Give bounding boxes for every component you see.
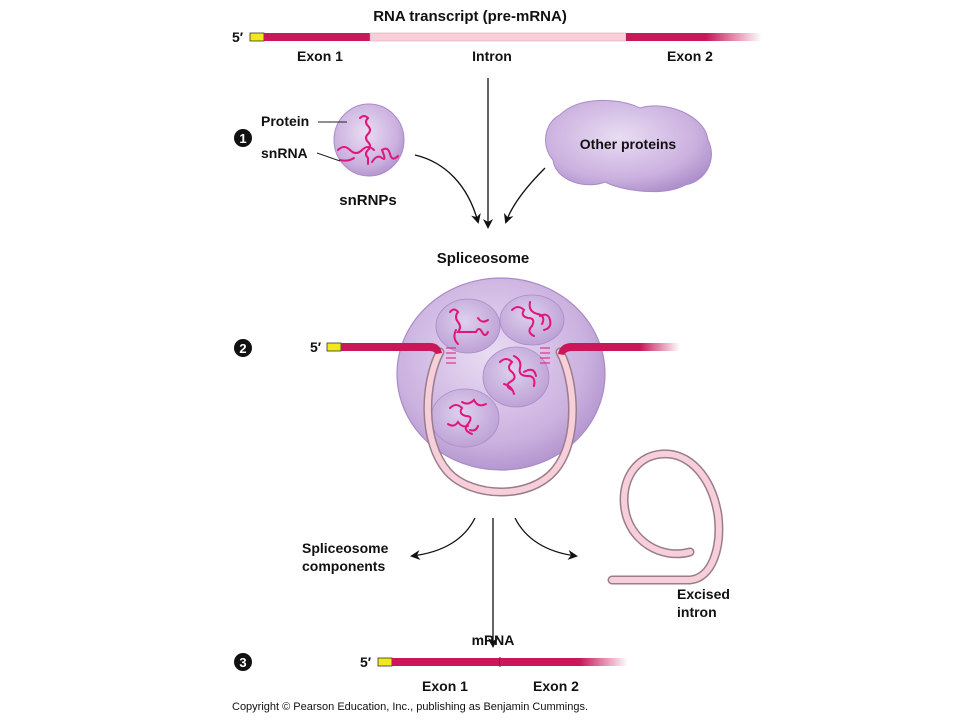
snrna-label: snRNA <box>261 145 308 161</box>
spliceosome-snrnp-1 <box>435 298 501 354</box>
other-proteins-cloud <box>545 99 712 193</box>
spliceosome-exon2-tail <box>640 343 680 351</box>
components-label-line1: Spliceosome <box>302 540 389 556</box>
spliceosome-exon2-strand <box>558 343 680 355</box>
pre-mrna-exon2-segment <box>626 33 706 41</box>
mrna-exon1-label: Exon 1 <box>422 678 468 694</box>
step-2-number: 2 <box>239 341 246 356</box>
spliceosome-snrna-strands <box>447 301 552 435</box>
mrna-exon2-label: Exon 2 <box>533 678 579 694</box>
step-3-marker: 3 <box>234 653 252 671</box>
mrna-exon2-segment <box>500 658 580 666</box>
pre-mrna-exon2-label: Exon 2 <box>667 48 713 64</box>
copyright-notice: Copyright © Pearson Education, Inc., pub… <box>232 701 588 713</box>
pre-mrna-exon1-segment <box>264 33 370 41</box>
spliceosome-exon2-segment <box>558 343 640 355</box>
components-label-line2: components <box>302 558 385 574</box>
step-1-marker: 1 <box>234 129 252 147</box>
pre-mrna-strand <box>249 32 762 42</box>
base-pair-ticks <box>446 347 550 364</box>
pre-mrna-cap <box>249 32 265 42</box>
spliceosome-exon1-segment <box>341 343 442 354</box>
arrow-to-excised-intron <box>514 517 578 560</box>
protein-label: Protein <box>261 113 309 129</box>
pre-mrna-intron-label: Intron <box>472 48 512 64</box>
spliceosome-complex <box>396 277 606 471</box>
step-2-marker: 2 <box>234 339 252 357</box>
snrnps-label: snRNPs <box>339 192 397 209</box>
mrna-label: mRNA <box>472 632 515 648</box>
pre-mrna-exon1-label: Exon 1 <box>297 48 343 64</box>
mrna-tail <box>580 658 628 666</box>
excised-intron-lariat <box>609 450 722 583</box>
mrna-five-prime: 5′ <box>360 654 372 670</box>
intron-loop <box>424 349 576 495</box>
arrow-to-components <box>410 517 476 560</box>
spliceosome-snrnp-4 <box>430 388 500 448</box>
excised-intron-label-line2: intron <box>677 604 717 620</box>
snrnp-particle <box>333 103 405 177</box>
spliceosome-five-prime: 5′ <box>310 339 322 355</box>
pre-mrna-tail <box>706 33 762 41</box>
arrow-snrnps-to-spliceosome <box>414 154 481 224</box>
step-1-number: 1 <box>239 131 246 146</box>
spliceosome-exon1-strand <box>326 342 442 354</box>
spliceosome-label: Spliceosome <box>437 250 530 267</box>
arrow-proteins-to-spliceosome <box>503 167 546 224</box>
excised-intron-label-line1: Excised <box>677 586 730 602</box>
step-3-number: 3 <box>239 655 246 670</box>
mrna-cap <box>377 657 393 667</box>
other-proteins-label: Other proteins <box>580 136 677 152</box>
snrna-leader-line <box>316 152 341 162</box>
pre-mrna-title: RNA transcript (pre-mRNA) <box>373 8 567 25</box>
mrna-strand <box>377 657 628 667</box>
spliceosome-cap <box>326 342 342 352</box>
mrna-exon1-segment <box>392 658 500 666</box>
snrna-strand <box>337 115 399 165</box>
pre-mrna-intron-segment <box>369 32 627 42</box>
pre-mrna-five-prime: 5′ <box>232 29 244 45</box>
